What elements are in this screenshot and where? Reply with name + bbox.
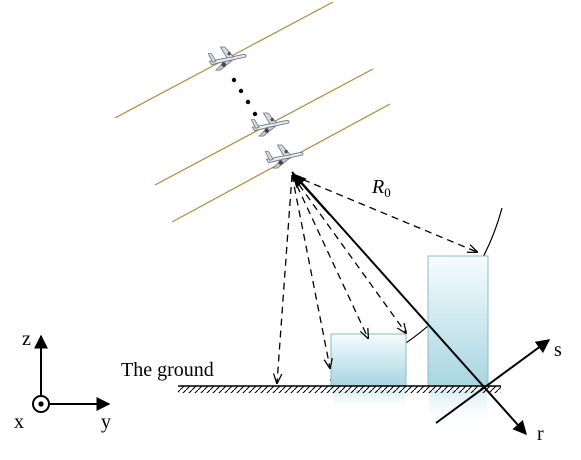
ground (178, 385, 501, 393)
range-ray (291, 174, 477, 252)
range-rays (277, 174, 477, 383)
s-axis-arrow (435, 339, 551, 424)
flight-tracks (114, 1, 391, 223)
z-axis-label: z (22, 328, 31, 350)
ellipsis-dot (231, 77, 237, 83)
y-axis-label: y (101, 411, 111, 433)
ellipsis-dot (245, 99, 251, 105)
ellipsis-dot (238, 88, 244, 94)
aircraft-group (207, 46, 304, 169)
axis-origin-center (38, 401, 44, 407)
coordinate-frame: z x y (14, 328, 111, 433)
airplane-icon (207, 46, 247, 71)
range-ray (291, 174, 368, 338)
r-axis-arrow (291, 171, 527, 436)
range-label: R0 (371, 176, 391, 200)
building-tall (427, 255, 489, 387)
s-axis-label: s (554, 339, 562, 361)
ground-label: The ground (121, 359, 214, 381)
ground-hatch (178, 386, 501, 393)
r-axis-back-arrow (292, 172, 331, 216)
ellipsis-dots (231, 77, 258, 117)
ellipsis-dot (252, 111, 258, 117)
r-axis-label: r (537, 423, 544, 445)
airplane-icon (264, 144, 304, 169)
range-ray (277, 174, 293, 383)
range-ray (291, 174, 406, 333)
x-axis-label: x (14, 411, 24, 433)
range-ray (291, 174, 330, 368)
building-reflection (333, 390, 406, 412)
building-short (330, 333, 407, 387)
